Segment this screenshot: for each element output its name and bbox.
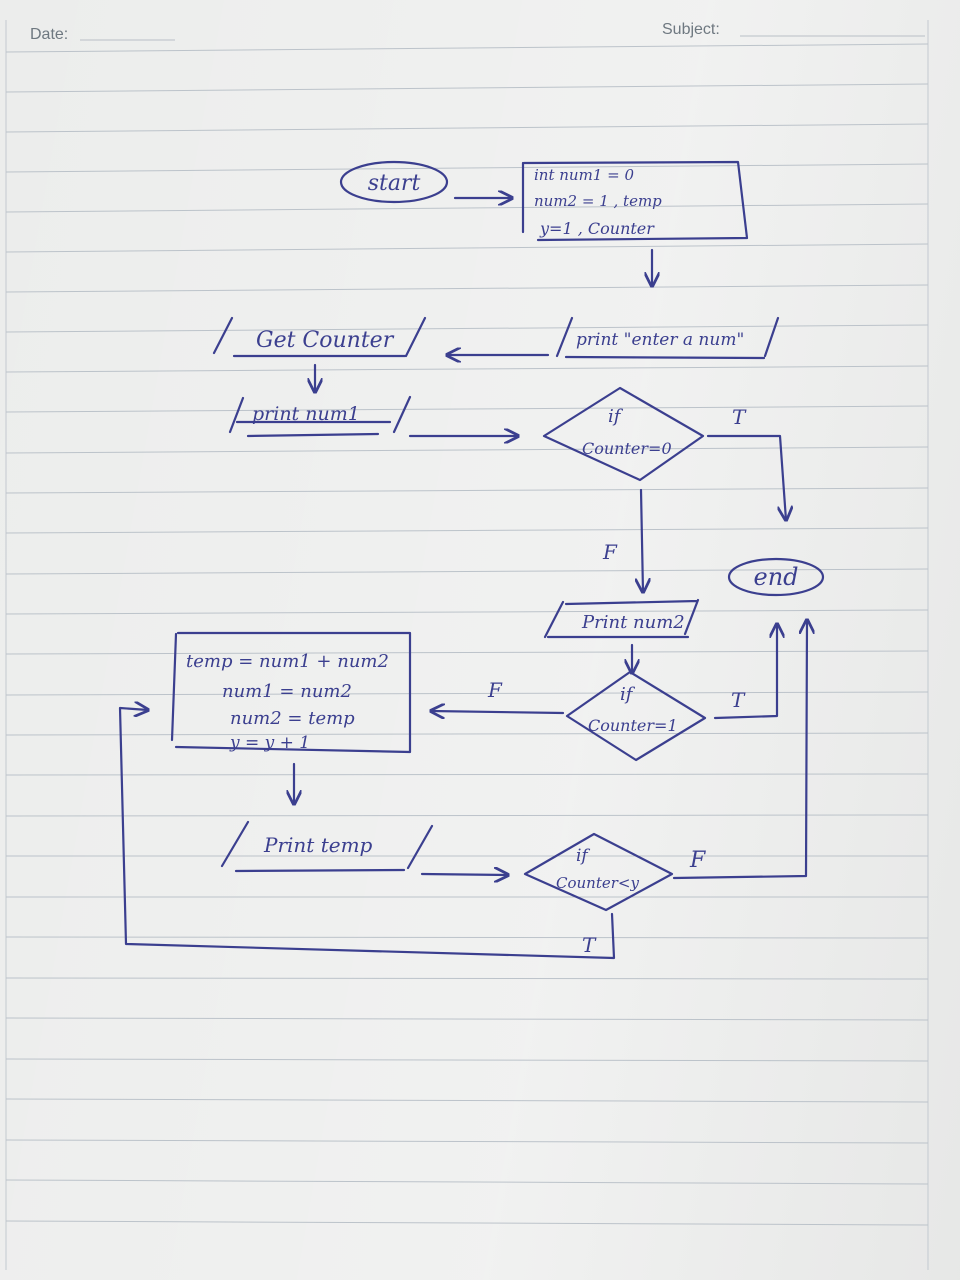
print-prompt-box bbox=[555, 316, 780, 360]
arrow-cond3-false bbox=[672, 620, 807, 880]
start-label: start bbox=[368, 171, 421, 196]
process-line-4: y = y + 1 bbox=[229, 733, 310, 753]
init-line-2: num2 = 1 , temp bbox=[534, 192, 662, 210]
arrow-cond2-true bbox=[713, 624, 777, 720]
cond1-if: if bbox=[608, 406, 624, 427]
process-line-2: num1 = num2 bbox=[222, 681, 352, 702]
cond3-true-label: T bbox=[582, 933, 597, 957]
cond2-if: if bbox=[620, 684, 636, 705]
get-counter-box bbox=[212, 316, 427, 358]
cond3-diamond bbox=[523, 832, 674, 912]
subject-label: Subject: bbox=[662, 21, 720, 38]
init-line-1: int num1 = 0 bbox=[534, 166, 634, 184]
cond1-false-label: F bbox=[602, 540, 618, 564]
print-num1-box bbox=[228, 395, 412, 438]
print-prompt-label: print "enter a num" bbox=[576, 330, 744, 350]
get-counter-label: Get Counter bbox=[256, 328, 395, 353]
arrow-cond2-false bbox=[431, 711, 565, 713]
date-label: Date: bbox=[30, 26, 69, 43]
print-num1-label: print num1 bbox=[252, 403, 360, 425]
cond3-if: if bbox=[576, 846, 590, 866]
cond1-expr: Counter=0 bbox=[582, 439, 672, 458]
print-temp-label: Print temp bbox=[263, 833, 373, 857]
arrow-cond3-true-loop bbox=[118, 708, 616, 960]
process-line-3: num2 = temp bbox=[230, 708, 355, 729]
cond3-expr: Counter<y bbox=[556, 874, 639, 892]
print-num2-label: Print num2 bbox=[581, 612, 685, 633]
arrow-print-temp-to-cond3 bbox=[420, 874, 508, 875]
process-line-1: temp = num1 + num2 bbox=[186, 651, 389, 672]
process-box bbox=[170, 631, 412, 754]
end-terminal bbox=[727, 557, 825, 597]
start-terminal bbox=[339, 160, 449, 204]
arrow-cond1-false bbox=[641, 488, 643, 592]
print-num2-box bbox=[543, 598, 700, 639]
cond3-false-label: F bbox=[689, 848, 706, 873]
cond1-diamond bbox=[542, 386, 705, 482]
cond2-expr: Counter=1 bbox=[588, 716, 678, 735]
end-label: end bbox=[753, 563, 798, 591]
arrow-cond1-true bbox=[706, 434, 786, 520]
cond2-false-label: F bbox=[487, 678, 503, 702]
cond2-diamond bbox=[565, 670, 707, 762]
init-box bbox=[521, 160, 749, 242]
print-temp-box bbox=[220, 820, 434, 873]
init-line-3: y=1 , Counter bbox=[539, 219, 655, 238]
cond2-true-label: T bbox=[731, 688, 746, 712]
cond1-true-label: T bbox=[732, 405, 747, 429]
